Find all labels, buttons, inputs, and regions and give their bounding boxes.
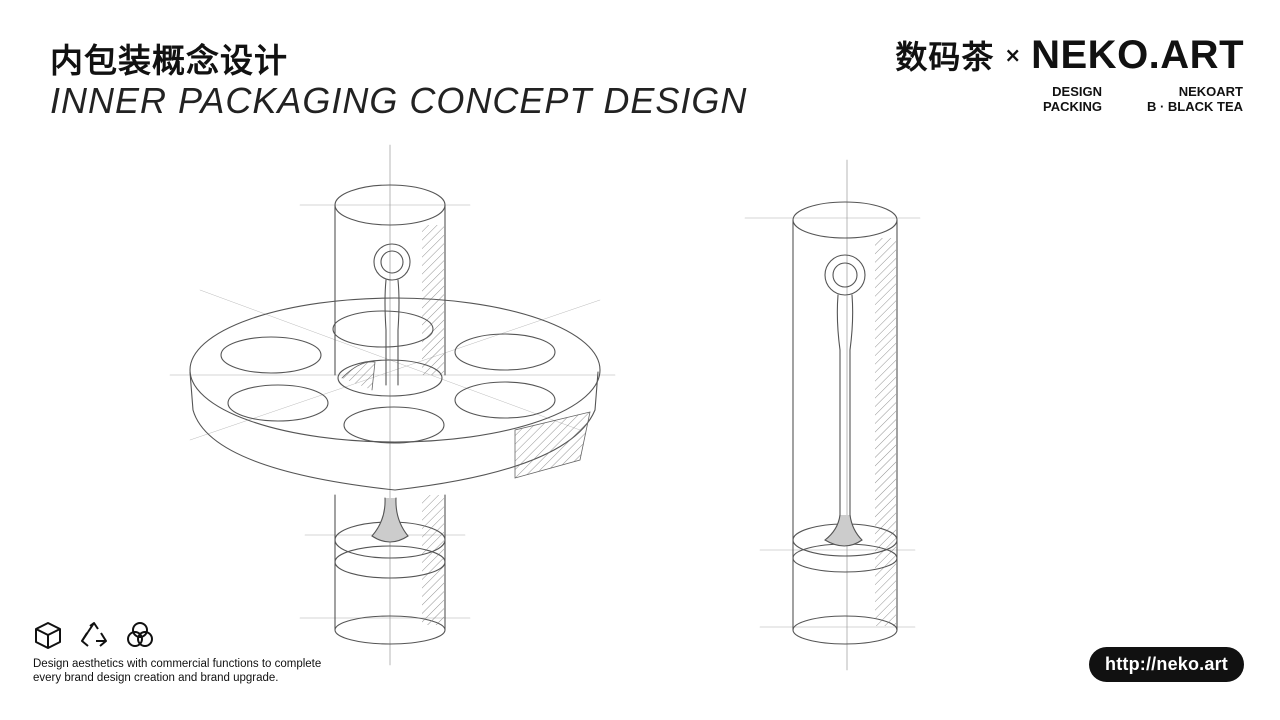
brand-tagline: Design aesthetics with commercial functi…	[33, 657, 373, 685]
tagline-line-2: every brand design creation and brand up…	[33, 672, 279, 684]
website-link[interactable]: http://neko.art	[1089, 647, 1244, 682]
brand-name-cn: 数码茶	[895, 38, 995, 76]
design-packing-tag: DESIGN PACKING	[1043, 84, 1102, 114]
right-sketch	[744, 159, 921, 671]
page-title-cn: 内包装概念设计	[50, 41, 288, 80]
box-icon	[33, 620, 63, 650]
recycle-icon	[79, 620, 109, 650]
footer-icons	[33, 620, 155, 650]
nekoart-tag: NEKOART B · BLACK TEA	[1147, 84, 1243, 114]
tag-design-line: DESIGN	[1052, 84, 1102, 99]
brand-name-en: NEKO.ART	[1031, 32, 1244, 77]
brand-separator: ×	[1004, 43, 1022, 67]
page-title-en: INNER PACKAGING CONCEPT DESIGN	[50, 80, 748, 121]
brand-logo: 数码茶 × NEKO.ART	[895, 32, 1244, 78]
tag-nekoart-line: NEKOART	[1178, 84, 1243, 99]
tagline-line-1: Design aesthetics with commercial functi…	[33, 658, 322, 670]
tag-packing-line: PACKING	[1043, 99, 1102, 114]
circles-icon	[125, 620, 155, 650]
left-sketch	[169, 144, 616, 666]
tag-black-tea-line: B · BLACK TEA	[1146, 99, 1243, 114]
